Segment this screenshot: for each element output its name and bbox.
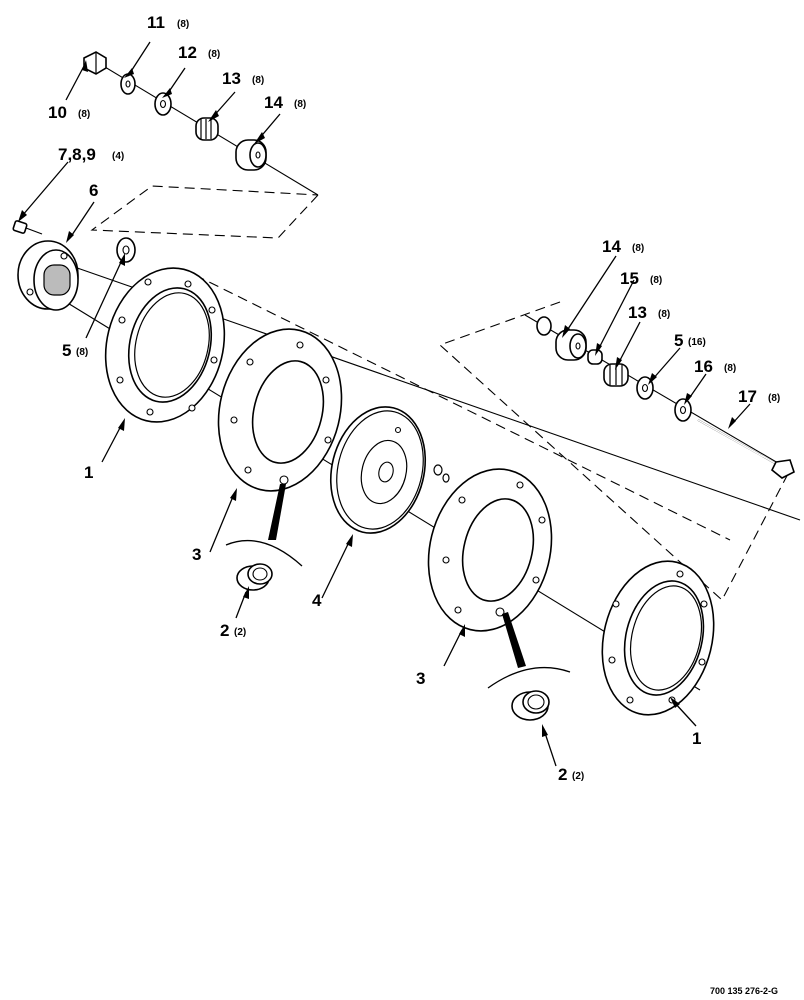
callout-17: 17 (8) (738, 387, 780, 406)
callout-3-left: 3 (192, 545, 201, 564)
callout-13-right: 13 (8) (628, 303, 670, 322)
spring-part-13 (195, 117, 219, 141)
svg-text:3: 3 (192, 545, 201, 564)
svg-text:(4): (4) (112, 151, 124, 162)
svg-text:(8): (8) (252, 75, 264, 86)
callout-4: 4 (312, 591, 322, 610)
spacer-part-14 (235, 139, 267, 171)
callout-13-upper: 13 (8) (222, 69, 264, 88)
svg-text:11: 11 (147, 13, 165, 32)
callout-6: 6 (89, 181, 98, 200)
callout-14-right: 14 (8) (602, 237, 644, 256)
svg-text:1: 1 (692, 729, 701, 748)
callout-14-upper: 14 (8) (264, 93, 306, 112)
svg-text:(8): (8) (294, 99, 306, 110)
long-bolt-part-17 (697, 419, 795, 479)
svg-text:12: 12 (178, 43, 197, 62)
svg-text:14: 14 (264, 93, 283, 112)
svg-text:3: 3 (416, 669, 425, 688)
callout-16: 16 (8) (694, 357, 736, 376)
leader-lines (18, 41, 751, 767)
svg-text:(8): (8) (632, 243, 644, 254)
svg-text:5: 5 (62, 341, 71, 360)
svg-text:6: 6 (89, 181, 98, 200)
svg-text:2: 2 (558, 765, 567, 784)
figure-id: 700 135 276-2-G (710, 986, 778, 996)
svg-text:(8): (8) (78, 109, 90, 120)
svg-text:(2): (2) (572, 771, 584, 782)
svg-text:5: 5 (674, 331, 683, 350)
svg-text:10: 10 (48, 103, 67, 122)
small-washer (433, 464, 443, 476)
hub-part-6 (17, 240, 79, 311)
svg-text:14: 14 (602, 237, 621, 256)
callout-10: 10 (8) (48, 103, 90, 122)
callout-11: 11 (8) (147, 13, 189, 32)
callout-1-left: 1 (84, 463, 93, 482)
svg-text:2: 2 (220, 621, 229, 640)
svg-text:13: 13 (628, 303, 647, 322)
friction-ring-part-1-right (601, 560, 715, 716)
svg-text:(8): (8) (208, 49, 220, 60)
callout-7-8-9: 7,8,9 (4) (58, 145, 124, 164)
svg-text:13: 13 (222, 69, 241, 88)
svg-text:(8): (8) (76, 347, 88, 358)
svg-text:(16): (16) (688, 337, 706, 348)
svg-text:(8): (8) (177, 19, 189, 30)
callout-labels: 11(8) 12(8) 13(8) 14(8) 10(8) 7,8,9(4) 6… (48, 13, 780, 784)
callout-3-right: 3 (416, 669, 425, 688)
svg-text:(8): (8) (658, 309, 670, 320)
svg-text:16: 16 (694, 357, 713, 376)
svg-text:15: 15 (620, 269, 639, 288)
svg-text:17: 17 (738, 387, 757, 406)
sleeve-part-15 (587, 349, 603, 365)
bushing-detail-left (225, 484, 303, 591)
callout-2-left: 2 (2) (220, 621, 246, 640)
callout-5-left: 5 (8) (62, 341, 88, 360)
plate-part-3-right (427, 468, 553, 632)
svg-text:(8): (8) (724, 363, 736, 374)
callout-12: 12 (8) (178, 43, 220, 62)
bushing-detail-right (487, 612, 571, 721)
bolt-part-7-8-9 (12, 220, 43, 235)
svg-text:(8): (8) (768, 393, 780, 404)
svg-text:4: 4 (312, 591, 322, 610)
callout-1-right: 1 (692, 729, 701, 748)
svg-text:(2): (2) (234, 627, 246, 638)
callout-2-right: 2 (2) (558, 765, 584, 784)
upper-bolt-stack (83, 51, 267, 171)
right-bolt-stack (536, 316, 795, 479)
svg-text:(8): (8) (650, 275, 662, 286)
callout-15: 15 (8) (620, 269, 662, 288)
washer-part-5-right-a (536, 316, 552, 336)
callout-5-right: 5 (16) (674, 331, 706, 350)
disc-part-4 (329, 406, 427, 534)
spacer-part-14-right (555, 329, 587, 361)
plate-part-3-left (217, 328, 343, 492)
svg-text:7,8,9: 7,8,9 (58, 145, 96, 164)
friction-ring-part-1-left (104, 267, 226, 423)
svg-text:1: 1 (84, 463, 93, 482)
